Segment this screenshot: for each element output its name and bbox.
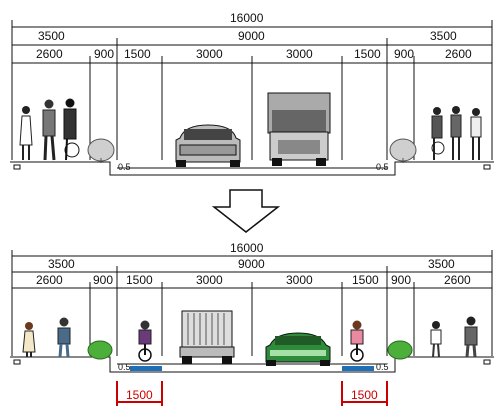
before-pedestrian-4 — [431, 107, 445, 160]
after-half-left: 3500 — [48, 257, 75, 271]
before-seg-6: 900 — [394, 47, 414, 61]
after-ground — [10, 356, 494, 373]
before-curb-right: 0.5 — [376, 162, 389, 172]
after-cyclist-right — [350, 320, 364, 362]
before-shrub-left — [87, 138, 115, 163]
before-pedestrian-6 — [470, 108, 482, 160]
before-seg-2: 1500 — [124, 47, 151, 61]
before-half-right: 3500 — [430, 29, 457, 43]
after-truck — [179, 310, 235, 364]
bike-lane-left-label: 1500 — [126, 388, 153, 402]
before-seg-4: 3000 — [286, 47, 313, 61]
after-seg-4: 3000 — [286, 273, 313, 287]
after-section: 16000 3500 9000 3500 2600 900 1500 3000 … — [10, 241, 494, 406]
after-pedestrian-3 — [430, 321, 442, 358]
before-shrub-right — [389, 138, 417, 163]
after-seg-6: 900 — [391, 273, 411, 287]
before-half-left: 3500 — [38, 29, 65, 43]
after-half-right: 3500 — [428, 257, 455, 271]
after-seg-7: 2600 — [444, 273, 471, 287]
after-cyclist-left — [138, 320, 152, 362]
before-section: 16000 3500 9000 3500 2600 900 1500 3000 … — [10, 11, 494, 176]
before-pedestrian-2 — [42, 99, 56, 161]
after-pedestrian-4 — [464, 316, 478, 358]
before-pedestrian-5 — [450, 106, 462, 160]
after-shrub-right — [387, 340, 413, 360]
before-total-label: 16000 — [230, 11, 264, 25]
before-pedestrian-1 — [19, 106, 33, 160]
before-seg-3: 3000 — [196, 47, 223, 61]
after-seg-3: 3000 — [196, 273, 223, 287]
before-pedestrian-3 — [63, 98, 80, 161]
bike-lane-right-strip — [342, 366, 374, 371]
after-curb-left: 0.5 — [118, 362, 131, 372]
after-half-center: 9000 — [238, 257, 265, 271]
after-pedestrian-2 — [57, 317, 71, 358]
after-curb-right: 0.5 — [376, 362, 389, 372]
after-seg-2: 1500 — [126, 273, 153, 287]
down-arrow-icon — [211, 189, 281, 233]
bike-lane-right-bracket — [341, 381, 388, 406]
before-curb-left: 0.5 — [118, 162, 131, 172]
before-seg-1: 900 — [94, 47, 114, 61]
before-truck — [267, 92, 331, 166]
after-pedestrian-1 — [22, 322, 36, 357]
before-seg-5: 1500 — [354, 47, 381, 61]
after-total-label: 16000 — [230, 241, 264, 255]
after-dimension-lines — [11, 250, 493, 356]
bike-lane-right-label: 1500 — [351, 388, 378, 402]
bike-lane-left-strip — [130, 366, 162, 371]
before-seg-7: 2600 — [445, 47, 472, 61]
after-shrub-left — [87, 340, 113, 360]
before-dimension-lines — [11, 20, 493, 160]
after-car — [265, 332, 331, 366]
before-car — [175, 124, 241, 167]
before-ground — [10, 161, 494, 176]
after-seg-0: 2600 — [36, 273, 63, 287]
bike-lane-left-bracket — [116, 381, 163, 406]
after-seg-5: 1500 — [352, 273, 379, 287]
before-half-center: 9000 — [238, 29, 265, 43]
before-seg-0: 2600 — [36, 47, 63, 61]
after-seg-1: 900 — [93, 273, 113, 287]
